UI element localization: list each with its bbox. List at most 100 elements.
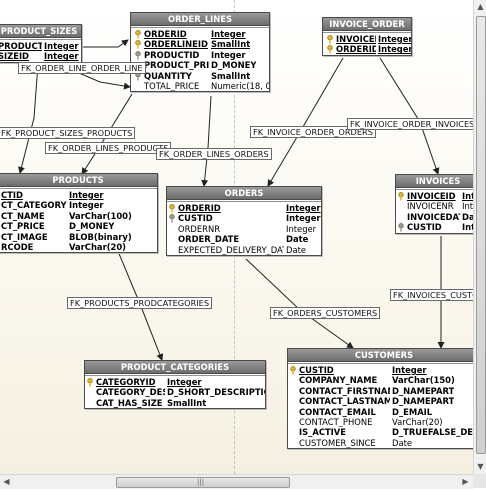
column-type: BLOB(binary) — [69, 231, 132, 242]
line-order-lines-orders — [201, 95, 212, 187]
scroll-down-arrow-icon[interactable]: ▼ — [477, 462, 484, 471]
column-type: D_MONEY — [211, 60, 257, 71]
column-row[interactable]: CONTACT_FIRSTNAMED_NAMEPART — [288, 386, 473, 396]
column-type: Numeric(18, 0) — [211, 80, 270, 91]
entity-product-sizes[interactable]: PRODUCT_SIZES PRODUCTIDIntegerSIZEIDInte… — [0, 24, 82, 63]
column-name: ORDER_DATE — [178, 234, 240, 245]
column-name: QUANTITY — [144, 70, 192, 81]
column-name: CONTACT_FIRSTNAME — [299, 385, 390, 396]
column-name: CUSTID — [299, 365, 334, 375]
column-type: SmallInt — [211, 39, 251, 50]
entity-invoices[interactable]: INVOICES INVOICEIDInteINVOICENRInteINVOI… — [395, 174, 473, 234]
rel-label-fk-invoices-customers[interactable]: FK_INVOICES_CUSTO — [390, 289, 473, 301]
rel-label-fk-order-lines-products[interactable]: FK_ORDER_LINES_PRODUCTS — [45, 142, 172, 154]
column-type: Integer — [44, 41, 79, 51]
column-name: RCODE — [1, 241, 34, 252]
scroll-right-arrow-icon[interactable]: ▶ — [462, 477, 469, 486]
fk-key-icon — [134, 50, 142, 60]
key-icon — [168, 204, 176, 213]
rel-label-fk-order-line-order-line[interactable]: FK_ORDER_LINE_ORDER_LINE — [18, 62, 146, 74]
entity-invoice-order[interactable]: INVOICE_ORDER INVOICEIDIntegerORDERIDInt… — [322, 17, 412, 56]
scroll-left-arrow-icon[interactable]: ◀ — [3, 477, 10, 486]
entity-title: PRODUCT_SIZES — [0, 25, 81, 38]
rel-label-fk-invoice-order-orders[interactable]: FK_INVOICE_ORDER_ORDERS — [250, 126, 376, 138]
column-row[interactable]: CONTACT_PHONE VarChar(20) — [288, 417, 473, 427]
scroll-up-arrow-icon[interactable]: ▲ — [477, 2, 484, 11]
key-icon — [326, 35, 334, 44]
rel-label-fk-invoice-order-invoices[interactable]: FK_INVOICE_ORDER_INVOICES — [347, 118, 473, 130]
column-type: Inte — [462, 222, 473, 233]
column-name: CATEGORYID — [96, 377, 156, 387]
column-row[interactable]: CUSTID Integer — [288, 365, 473, 375]
column-type: Integer — [392, 365, 427, 375]
column-name: CTID — [1, 190, 23, 200]
column-name: CUSTID — [178, 213, 213, 224]
vertical-scroll-thumb[interactable] — [476, 16, 486, 454]
column-row[interactable]: CT_IMAGE BLOB(binary) — [0, 232, 157, 242]
column-row[interactable]: ORDER_DATE Date — [167, 234, 321, 244]
rel-label-fk-orders-customers[interactable]: FK_ORDERS_CUSTOMERS — [270, 307, 381, 319]
entity-title: INVOICES — [396, 175, 473, 188]
horizontal-scrollbar[interactable]: ◀ ||| ▶ — [0, 474, 473, 489]
column-row[interactable]: INVOICEIDInteger — [323, 34, 411, 44]
line-invoice-order-invoices — [379, 57, 440, 175]
column-name: SIZEID — [0, 51, 30, 62]
column-row[interactable]: INVOICEIDInte — [396, 191, 473, 201]
column-row[interactable]: CATEGORY_DESCD_SHORT_DESCRIPTION — [85, 387, 265, 397]
column-type: Integer — [69, 200, 104, 211]
rel-label-fk-order-lines-orders[interactable]: FK_ORDER_LINES_ORDERS — [156, 148, 272, 160]
line-order-line-self — [80, 39, 129, 48]
rel-label-fk-products-prodcategories[interactable]: FK_PRODUCTS_PRODCATEGORIES — [67, 297, 213, 309]
vertical-scrollbar[interactable]: ▲ ▼ — [473, 0, 486, 474]
diagram-canvas[interactable]: PRODUCT_SIZES PRODUCTIDIntegerSIZEIDInte… — [0, 0, 473, 474]
column-name: ORDERLINEID — [144, 39, 208, 50]
horizontal-scroll-thumb[interactable]: ||| — [116, 477, 290, 488]
column-type: VarChar(20) — [392, 416, 443, 427]
column-row[interactable]: INVOICENRInte — [396, 201, 473, 211]
column-name: CONTACT_PHONE — [299, 416, 373, 427]
entity-products[interactable]: PRODUCTS CTIDIntegerCT_CATEGORYIDInteger… — [0, 173, 158, 254]
fk-key-icon — [168, 214, 176, 223]
column-name: INVOICEID — [407, 191, 456, 201]
column-type: Date — [286, 234, 309, 245]
entity-title: ORDER_LINES — [131, 13, 269, 26]
column-name: ORDERID — [144, 29, 187, 39]
column-name: CT_IMAGE — [1, 231, 48, 242]
column-row[interactable]: INVOICEDATEDat — [396, 212, 473, 222]
entity-title: CUSTOMERS — [288, 349, 473, 362]
column-name: CONTACT_LASTNAME — [299, 396, 390, 407]
column-name: INVOICEDATE — [407, 211, 460, 222]
column-name: CT_NAME — [1, 210, 45, 221]
rel-label-fk-product-sizes-products[interactable]: FK_PRODUCT_SIZES_PRODUCTS — [0, 127, 136, 139]
